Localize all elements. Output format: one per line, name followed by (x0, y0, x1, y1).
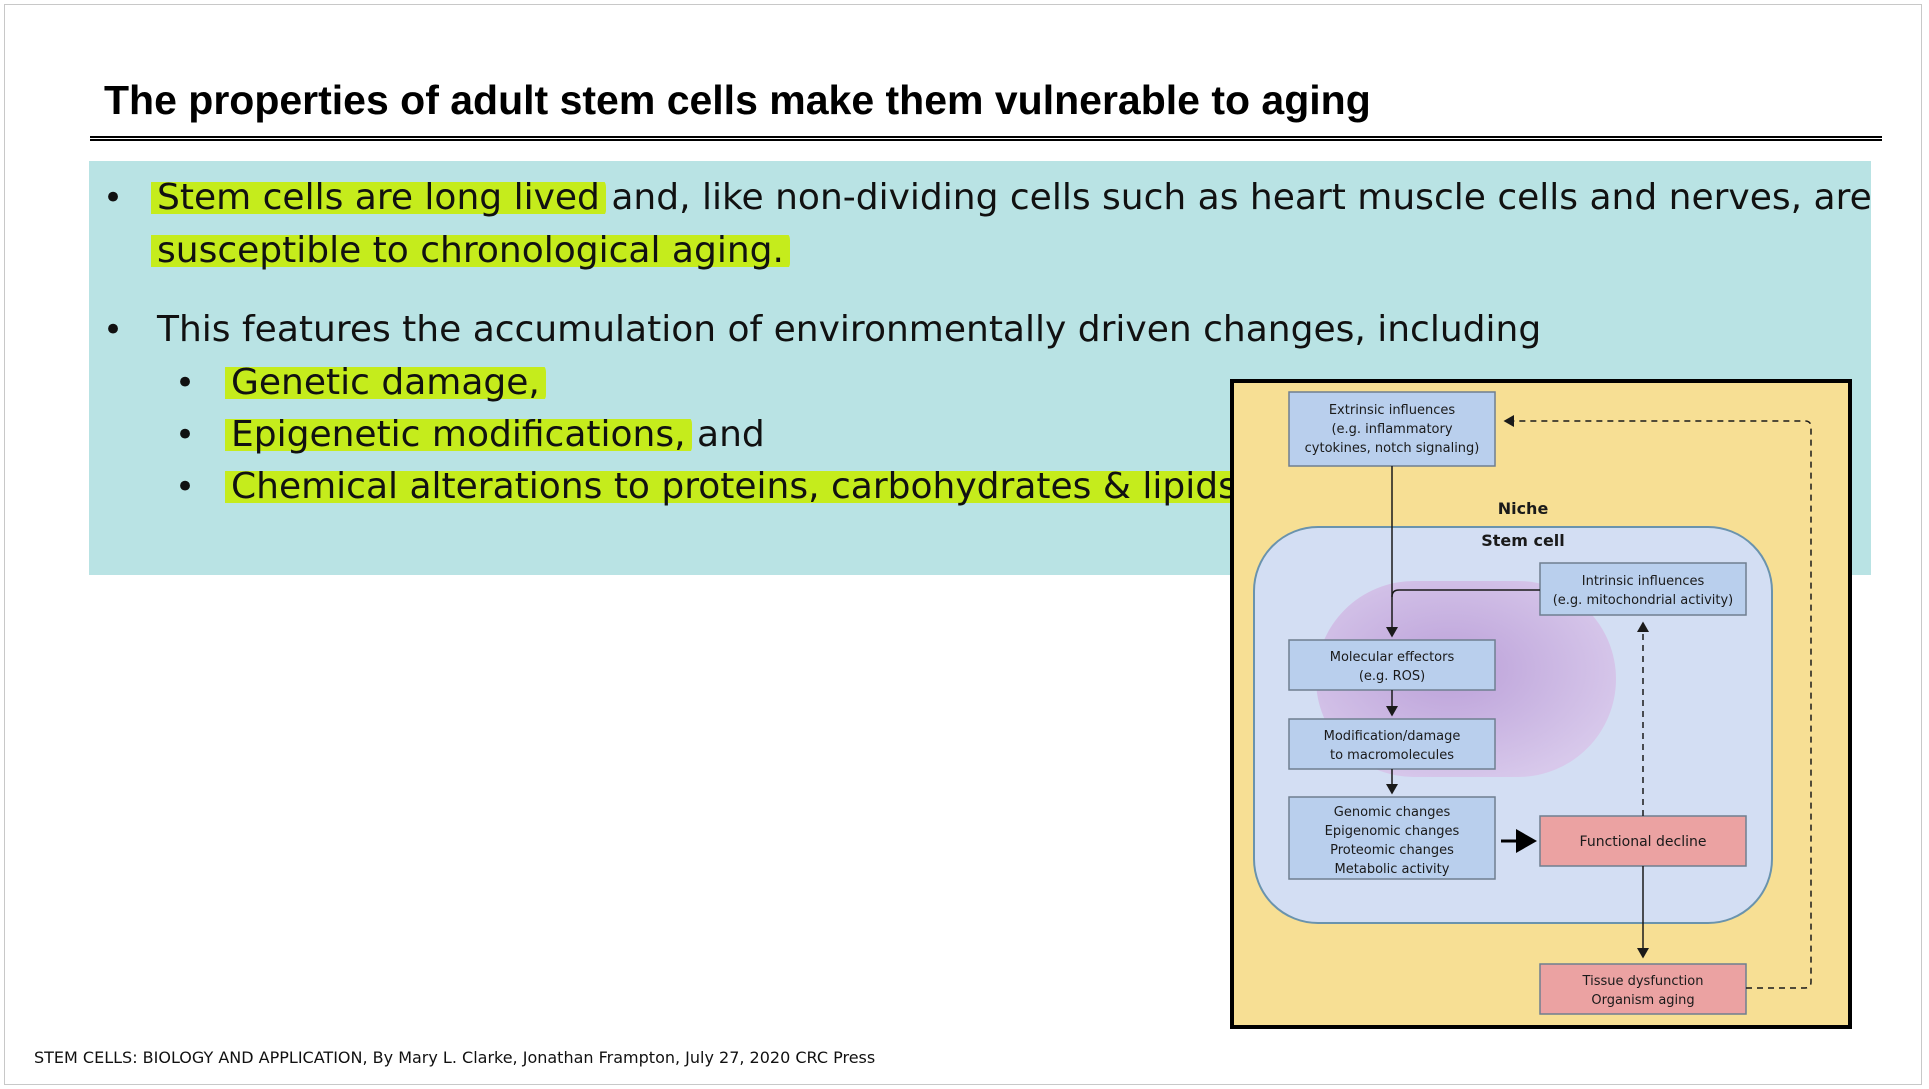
highlighted-text: Stem cells are long lived (151, 177, 606, 218)
sub-bullet-2: Epigenetic modifications, and (225, 413, 765, 457)
changes-line-3: Proteomic changes (1330, 843, 1454, 858)
highlighted-text: Epigenetic modifications, (225, 414, 692, 455)
extrinsic-influences-box (1288, 391, 1496, 467)
intrinsic-line-2: (e.g. mitochondrial activity) (1553, 593, 1734, 608)
stem-cell-label: Stem cell (1481, 531, 1565, 550)
source-citation: STEM CELLS: BIOLOGY AND APPLICATION, By … (34, 1048, 876, 1067)
title-rule (90, 136, 1882, 141)
intrinsic-line-1: Intrinsic influences (1582, 574, 1705, 589)
molecular-effectors-box (1288, 639, 1496, 691)
highlighted-text: Genetic damage, (225, 362, 546, 403)
tissue-dysfunction-box (1539, 963, 1747, 1015)
modification-damage-box (1288, 718, 1496, 770)
diagram-canvas: Niche Stem cell Extrinsic influences (e.… (1234, 383, 1848, 1025)
modification-line-1: Modification/damage (1324, 729, 1461, 744)
extrinsic-line-1: Extrinsic influences (1329, 403, 1456, 418)
slide-frame (4, 4, 1922, 1085)
arrow-intrinsic-to-molecular (1391, 589, 1540, 598)
intrinsic-influences-box (1539, 562, 1747, 616)
stem-cell-aging-diagram: Niche Stem cell Extrinsic influences (e.… (1230, 379, 1852, 1029)
arrow-feedback-to-extrinsic (1503, 415, 1812, 989)
molecular-line-2: (e.g. ROS) (1359, 669, 1425, 684)
functional-decline-label: Functional decline (1580, 834, 1707, 850)
extrinsic-line-2: (e.g. inflammatory (1331, 422, 1452, 437)
slide-title: The properties of adult stem cells make … (104, 77, 1371, 123)
tissue-line-1: Tissue dysfunction (1582, 974, 1704, 989)
molecular-changes-box (1288, 796, 1496, 880)
niche-label: Niche (1498, 499, 1549, 518)
sub-bullet-1: Genetic damage, (225, 361, 546, 405)
bullet-text: and, like non-dividing cells such as hea… (599, 177, 1872, 218)
changes-line-1: Genomic changes (1334, 805, 1451, 820)
sub-bullet-marker: • (175, 363, 196, 403)
sub-bullet-marker: • (175, 467, 196, 507)
sub-bullet-3: Chemical alterations to proteins, carboh… (225, 465, 1243, 509)
highlighted-text: Chemical alterations to proteins, carboh… (225, 466, 1243, 507)
molecular-line-1: Molecular effectors (1330, 650, 1455, 665)
bullet-marker: • (103, 310, 124, 350)
tissue-line-2: Organism aging (1591, 993, 1694, 1008)
extrinsic-line-3: cytokines, notch signaling) (1305, 441, 1480, 456)
changes-line-2: Epigenomic changes (1325, 824, 1460, 839)
bullet-1-line-2: susceptible to chronological aging. (151, 229, 790, 273)
sub-bullet-marker: • (175, 415, 196, 455)
changes-line-4: Metabolic activity (1335, 862, 1450, 877)
bullet-text: and (685, 414, 765, 455)
modification-line-2: to macromolecules (1330, 748, 1454, 763)
bullet-2-line: This features the accumulation of enviro… (157, 309, 1542, 350)
bullet-marker: • (103, 178, 124, 218)
bullet-1-line-1: Stem cells are long lived and, like non-… (151, 176, 1872, 220)
highlighted-text: susceptible to chronological aging. (151, 230, 790, 271)
